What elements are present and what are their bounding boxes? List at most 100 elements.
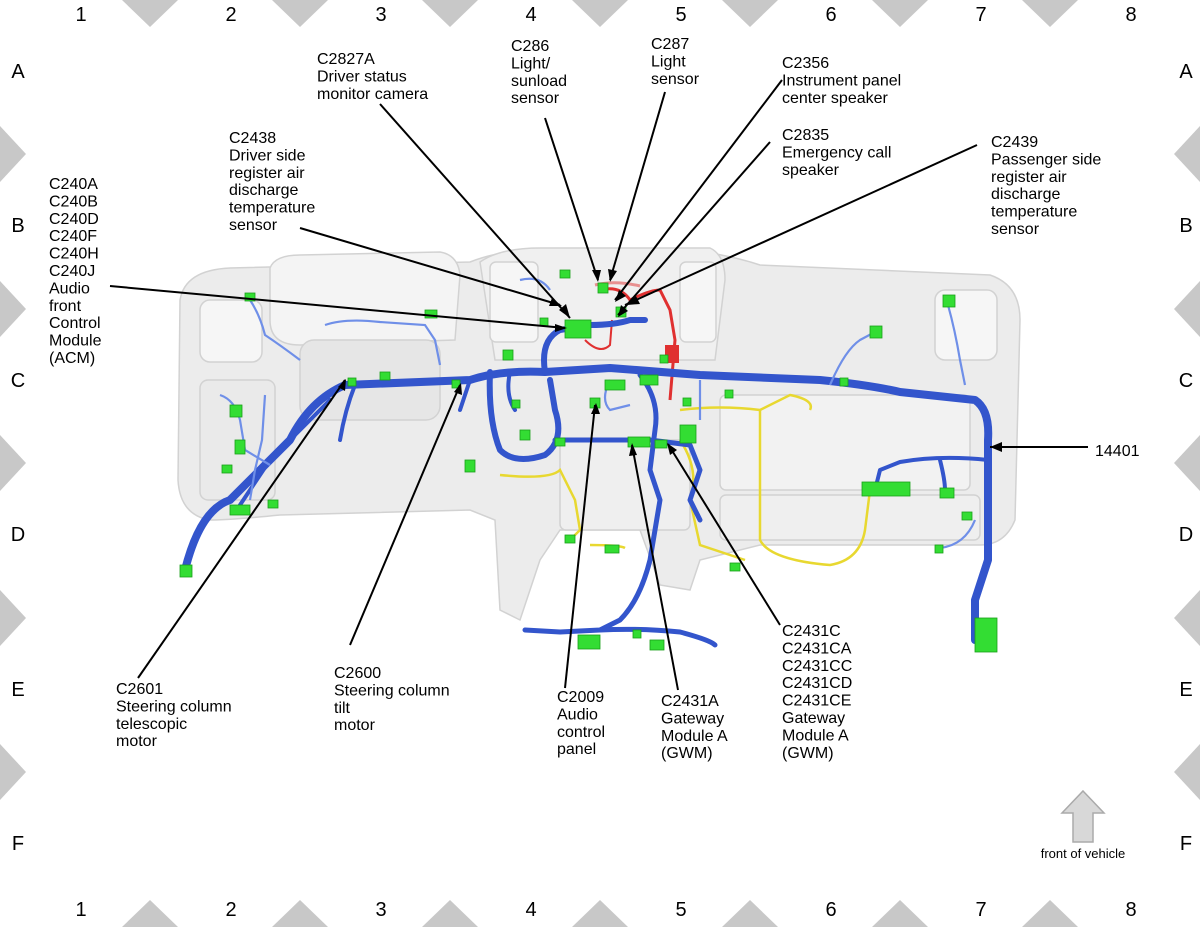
- callout-line: Gateway: [661, 710, 724, 727]
- callout-line: C2356: [782, 55, 829, 72]
- grid-column-label: 7: [975, 899, 986, 921]
- callout-line: monitor camera: [317, 86, 428, 103]
- callout-line: Gateway: [782, 710, 845, 727]
- callout-line: Module: [49, 333, 102, 350]
- callout-line: (ACM): [49, 350, 95, 367]
- grid-row-label: B: [11, 215, 24, 237]
- callout-line: C240A: [49, 176, 98, 193]
- grid-column-label: 6: [825, 899, 836, 921]
- border-triangle: [122, 0, 178, 27]
- border-triangle: [1174, 590, 1200, 646]
- grid-column-label: 4: [525, 4, 536, 26]
- callout-line: Steering column: [116, 698, 232, 715]
- border-triangle: [1174, 126, 1200, 182]
- border-triangle: [0, 744, 26, 800]
- grid-row-label: B: [1179, 215, 1192, 237]
- callout-line: Instrument panel: [782, 72, 901, 89]
- callout-line: C2439: [991, 134, 1038, 151]
- callout-line: Light/: [511, 55, 551, 72]
- grid-row-label: C: [11, 370, 25, 392]
- border-triangle: [1174, 435, 1200, 491]
- grid-column-label: 5: [675, 899, 686, 921]
- callout-line: C2431CA: [782, 640, 852, 657]
- callout-line: temperature: [229, 200, 315, 217]
- callout-line: C2438: [229, 130, 276, 147]
- border-triangle: [572, 900, 628, 927]
- grid-column-label: 5: [675, 4, 686, 26]
- border-triangle: [1174, 744, 1200, 800]
- grid-column-label: 3: [375, 4, 386, 26]
- callout-line: Steering column: [334, 682, 450, 699]
- callout-line: telescopic: [116, 716, 187, 733]
- grid-column-label: 4: [525, 899, 536, 921]
- border-triangle: [272, 900, 328, 927]
- callout-line: C2601: [116, 681, 163, 698]
- border-triangle: [572, 0, 628, 27]
- callout-line: control: [557, 724, 605, 741]
- callout-line: C2827A: [317, 51, 375, 68]
- callout-line: C2431CE: [782, 693, 851, 710]
- callout-line: C286: [511, 38, 549, 55]
- callout-line: sensor: [991, 221, 1040, 238]
- grid-row-label: D: [11, 524, 25, 546]
- grid-column-label: 1: [75, 899, 86, 921]
- callout-line: sensor: [651, 71, 700, 88]
- callout-line: Audio: [49, 280, 90, 297]
- callout-line: motor: [334, 717, 376, 734]
- grid-column-label: 6: [825, 4, 836, 26]
- callout-line: sensor: [511, 90, 560, 107]
- border-triangle: [1022, 0, 1078, 27]
- callout-line: panel: [557, 741, 596, 758]
- grid-row-label: F: [12, 833, 24, 855]
- callout-line: C2431CD: [782, 675, 852, 692]
- callout-line: discharge: [229, 182, 298, 199]
- callout-line: Driver status: [317, 68, 407, 85]
- callout-line: Passenger side: [991, 151, 1101, 168]
- front-of-vehicle-indicator: front of vehicle: [1041, 789, 1126, 861]
- border-triangle: [122, 900, 178, 927]
- callout-line: sunload: [511, 73, 567, 90]
- leader-arrowheads: [338, 269, 1002, 456]
- callout-line: C240J: [49, 263, 95, 280]
- grid-row-label: A: [11, 61, 25, 83]
- grid-column-label: 1: [75, 4, 86, 26]
- callout-line: (GWM): [661, 745, 713, 762]
- grid-column-label: 7: [975, 4, 986, 26]
- grid-column-label: 3: [375, 899, 386, 921]
- callout-line: C287: [651, 36, 689, 53]
- border-triangle: [422, 900, 478, 927]
- callout-line: tilt: [334, 700, 351, 717]
- grid-row-label: C: [1179, 370, 1193, 392]
- border-triangle: [872, 900, 928, 927]
- border-triangle: [1174, 281, 1200, 337]
- front-of-vehicle-label: front of vehicle: [1041, 846, 1126, 861]
- callout-line: C2600: [334, 665, 381, 682]
- border-triangle: [422, 0, 478, 27]
- grid-row-label: E: [11, 679, 24, 701]
- callout-line: C240B: [49, 193, 98, 210]
- callout-line: Audio: [557, 706, 598, 723]
- callout-line: 14401: [1095, 443, 1140, 460]
- callout-line: temperature: [991, 204, 1077, 221]
- callout-line: Module A: [661, 728, 728, 745]
- grid-row-label: E: [1179, 679, 1192, 701]
- callout-line: register air: [991, 169, 1067, 186]
- border-triangle: [722, 0, 778, 27]
- callout-line: sensor: [229, 217, 278, 234]
- callout-line: Light: [651, 53, 686, 70]
- callout-line: register air: [229, 165, 305, 182]
- callout-line: (GWM): [782, 745, 834, 762]
